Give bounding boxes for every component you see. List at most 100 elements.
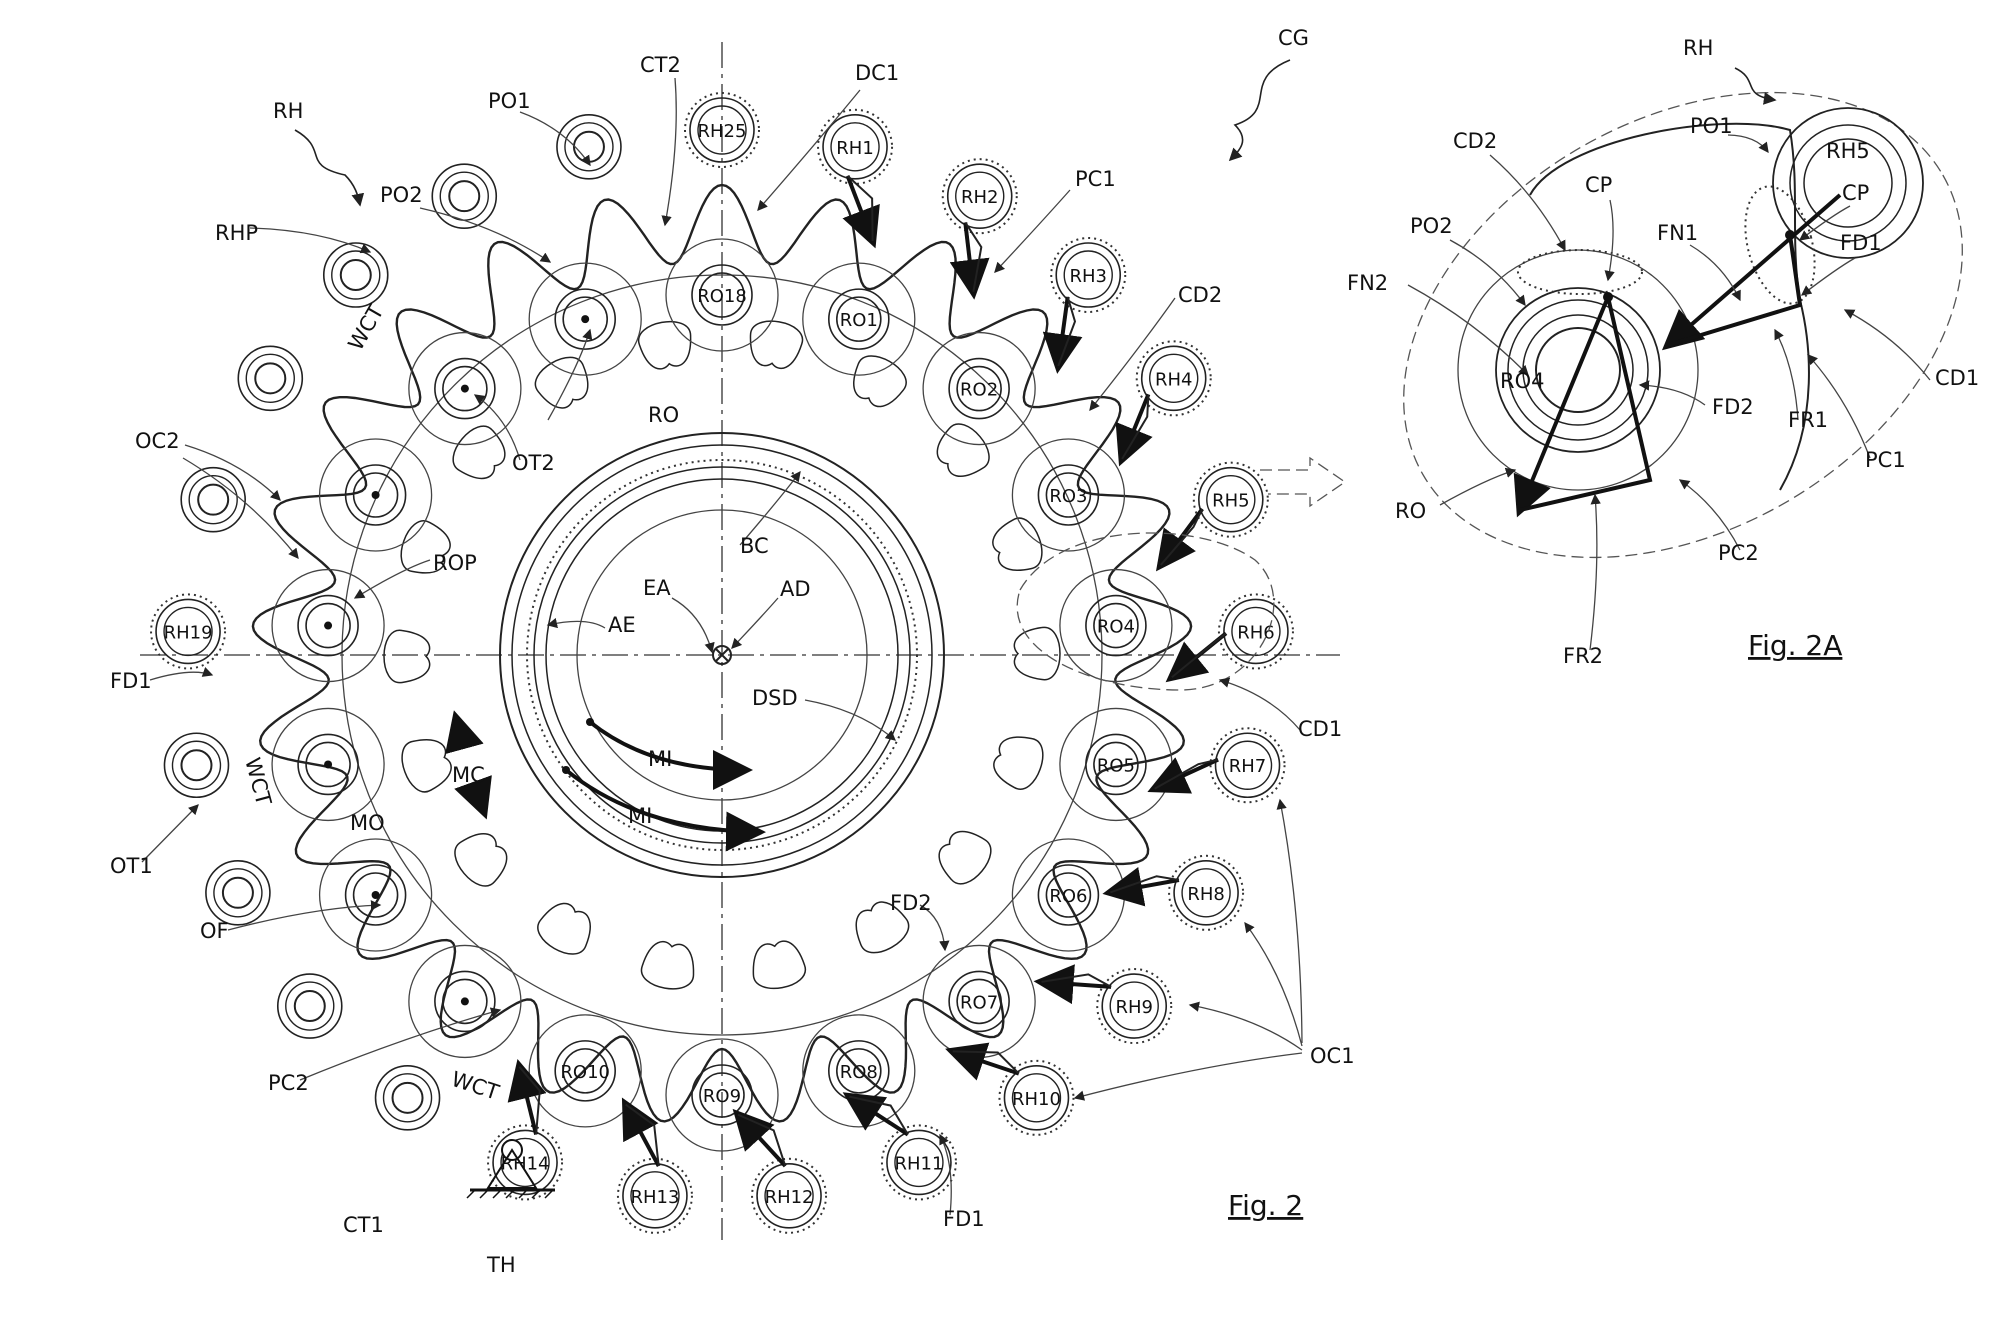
roller-contact-zone (751, 1157, 828, 1234)
label-mi-1: MI (648, 747, 672, 771)
label-mc: MC (452, 763, 485, 787)
label-wct-1: WCT (344, 301, 389, 355)
force-triangle (964, 221, 983, 292)
hub-ring-2 (511, 444, 933, 866)
outer-roller-rim (285, 981, 335, 1031)
outer-roller (322, 242, 389, 308)
outer-roller-label: RH19 (164, 622, 213, 643)
inset-label-fr1: FR1 (1788, 408, 1828, 432)
inner-roller-label: RO7 (960, 992, 998, 1013)
inner-roller-label: RO5 (1097, 755, 1135, 776)
lightening-hole (853, 355, 907, 408)
inset-leader-line (1798, 205, 1851, 241)
holder-ring-inner (305, 741, 351, 788)
fixed-support-th (466, 1139, 555, 1199)
force-triangle (1109, 875, 1180, 894)
holder-disc (318, 838, 433, 952)
roller-contact-zone (1209, 727, 1286, 804)
inset-label-ro4: RO4 (1500, 369, 1544, 393)
leader-line (739, 470, 801, 546)
outer-roller-rim (564, 122, 614, 172)
leader-line (661, 77, 677, 227)
label-fd1-bottom: FD1 (943, 1207, 985, 1231)
leader-line (671, 597, 715, 654)
outer-roller-core (254, 362, 287, 395)
force-vectors (507, 175, 1228, 1168)
inset-leader-line (1689, 244, 1741, 302)
outer-roller (1003, 1065, 1070, 1131)
lightening-hole (383, 629, 431, 684)
inset-point-cp1 (1603, 292, 1613, 302)
rotation-arrow-2 (564, 768, 766, 852)
holder-ring (948, 357, 1010, 420)
leader-line (249, 227, 372, 254)
hub-bore (576, 509, 868, 801)
inset-roller-rh5-inner (1803, 138, 1893, 228)
inset-leader-line (1800, 257, 1856, 296)
label-ae: AE (608, 613, 636, 637)
leader-line (1073, 1052, 1303, 1101)
inset-leader-line (1589, 493, 1601, 651)
inset-label-cp-2: CP (1842, 181, 1869, 205)
sprocket-body (341, 274, 1103, 1036)
outer-roller (1101, 973, 1168, 1039)
inset-boundary (1403, 91, 1963, 559)
label-rop: ROP (433, 551, 477, 575)
outer-roller (492, 1129, 558, 1196)
roller-contact-zone (1096, 968, 1173, 1045)
inset-label-fr2: FR2 (1563, 644, 1603, 668)
leader-line (1089, 297, 1176, 412)
leader-line (1188, 1001, 1303, 1051)
outer-roller-rim (697, 105, 747, 155)
inset-contact-zone-ro4 (1517, 249, 1643, 295)
label-ea: EA (643, 576, 671, 600)
holder-disc (1011, 438, 1126, 552)
outer-roller-rim (1181, 868, 1231, 918)
inset-gear-outline (1529, 122, 1810, 491)
holder-disc (318, 438, 433, 552)
holder-disc (922, 331, 1036, 446)
leader-line (184, 444, 281, 501)
inset-label-rh5: RH5 (1826, 139, 1870, 163)
outer-roller-rim (830, 122, 880, 172)
holder-ring-inner (836, 296, 882, 342)
label-po2: PO2 (380, 183, 423, 207)
holder-ring-inner (352, 872, 399, 918)
outer-roller-label: RH8 (1187, 884, 1225, 905)
force-vector (1102, 867, 1180, 907)
lightening-hole (993, 736, 1044, 790)
inset-force-fd1 (1667, 234, 1803, 347)
label-cd2: CD2 (1178, 283, 1222, 307)
holder-center (371, 891, 380, 899)
leader-line (227, 900, 382, 931)
inset-leader-line (1489, 154, 1566, 252)
outer-roller-rim (1109, 981, 1159, 1031)
outer-roller-label: RH25 (698, 121, 747, 142)
holder-ring-inner (562, 1048, 608, 1094)
holder-ring-inner (1093, 602, 1139, 649)
label-of: OF (200, 919, 229, 943)
cg-pointer (1228, 59, 1291, 162)
outer-roller-label: RH13 (630, 1187, 679, 1208)
holder-ring (297, 594, 359, 657)
holder-ring-inner (562, 296, 608, 342)
force-vector (507, 1059, 547, 1136)
inner-roller-label: RO18 (697, 286, 747, 307)
inset-point-cp2 (1785, 230, 1795, 240)
inset-label-cd2: CD2 (1453, 129, 1497, 153)
mc-arrow-up (445, 710, 484, 755)
lightening-hole (936, 423, 990, 477)
force-triangle (518, 1066, 541, 1135)
inset-label-pc1: PC1 (1865, 448, 1906, 472)
outer-roller-label: RH1 (836, 138, 874, 159)
label-ct2: CT2 (640, 53, 681, 77)
label-ad: AD (780, 577, 811, 601)
outer-roller-rim (382, 1073, 433, 1123)
label-fd1-left: FD1 (110, 669, 152, 693)
inset-leader-line (1439, 467, 1517, 506)
outer-roller (180, 466, 246, 533)
rh-pointer (294, 129, 365, 207)
roller-contact-zone (1050, 237, 1127, 314)
inset-holder-ring-2 (1507, 299, 1649, 441)
